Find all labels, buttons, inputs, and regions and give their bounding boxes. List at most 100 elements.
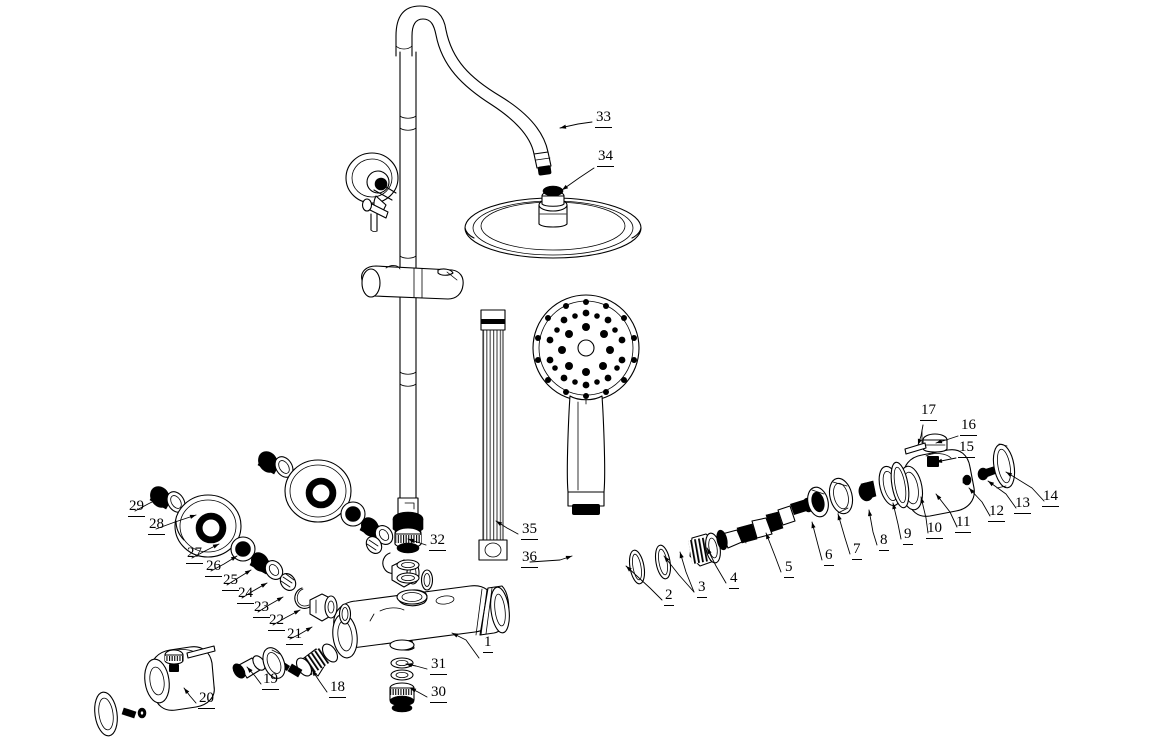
part-24-filter bbox=[279, 573, 297, 591]
leader-arrow-4 bbox=[707, 548, 712, 555]
leader-arrow-24 bbox=[260, 583, 267, 588]
leader-line-3b bbox=[679, 551, 695, 593]
callout-label-15: 15 bbox=[958, 439, 975, 458]
leader-arrow-10 bbox=[920, 497, 925, 504]
part-5-thermostatic-cartridge bbox=[716, 497, 814, 551]
part-27-washer bbox=[230, 536, 256, 562]
leader-arrow-20 bbox=[184, 688, 190, 695]
part-23-circlip bbox=[294, 587, 312, 609]
second-escutcheon-stack bbox=[257, 451, 434, 591]
outlet-connector bbox=[392, 511, 424, 554]
leader-line-3 bbox=[663, 555, 695, 593]
part-4-retaining-nut bbox=[688, 532, 721, 567]
leader-arrow-7 bbox=[837, 514, 842, 521]
leader-arrow-29 bbox=[153, 498, 160, 503]
callout-label-26: 26 bbox=[205, 558, 222, 577]
leader-arrow-1 bbox=[452, 633, 459, 638]
leader-arrow-8 bbox=[868, 510, 873, 517]
riser-assembly bbox=[345, 5, 552, 549]
shower-hose bbox=[478, 309, 508, 561]
callout-label-23: 23 bbox=[253, 599, 270, 618]
callout-label-27: 27 bbox=[186, 545, 203, 564]
callout-label-35: 35 bbox=[521, 521, 538, 540]
leader-line-33 bbox=[559, 121, 593, 129]
leader-arrow-12 bbox=[969, 488, 975, 494]
callout-label-21: 21 bbox=[286, 626, 303, 645]
leader-line-12 bbox=[968, 487, 991, 517]
leader-arrow-11 bbox=[936, 494, 942, 501]
callout-label-9: 9 bbox=[903, 526, 913, 545]
leader-arrow-14 bbox=[1006, 472, 1013, 477]
leader-arrow-22 bbox=[293, 610, 300, 615]
leader-line-2 bbox=[625, 565, 663, 601]
leader-arrow-28 bbox=[189, 514, 196, 519]
part-18-flow-cartridge bbox=[273, 643, 339, 678]
leader-line-9 bbox=[892, 502, 902, 540]
leader-arrow-18 bbox=[312, 670, 318, 677]
part-6-lock-ring bbox=[807, 486, 829, 518]
callout-label-16: 16 bbox=[960, 417, 977, 436]
part-22-hex-nut bbox=[309, 593, 338, 622]
leader-arrow-2 bbox=[626, 566, 632, 572]
leader-line-8 bbox=[868, 509, 878, 546]
callout-label-3: 3 bbox=[697, 579, 707, 598]
leader-arrow-15 bbox=[936, 458, 943, 463]
callout-label-29: 29 bbox=[128, 498, 145, 517]
callout-label-31: 31 bbox=[430, 656, 447, 675]
inlet-filter-and-washers bbox=[389, 657, 415, 713]
part-28-escutcheon bbox=[174, 494, 242, 558]
hand-shower bbox=[532, 294, 640, 515]
callout-label-33: 33 bbox=[595, 109, 612, 128]
callout-label-6: 6 bbox=[824, 547, 834, 566]
callout-label-4: 4 bbox=[729, 570, 739, 589]
leader-arrow-27 bbox=[212, 544, 219, 549]
part-7-shroud-ring bbox=[828, 477, 854, 515]
part-26-25-bushings bbox=[249, 552, 284, 580]
leader-arrow-32 bbox=[408, 538, 415, 543]
part-8-spacer bbox=[858, 480, 877, 502]
callout-label-18: 18 bbox=[329, 679, 346, 698]
part-21-washer bbox=[338, 603, 352, 625]
leader-arrow-6 bbox=[811, 522, 816, 529]
callout-label-7: 7 bbox=[852, 541, 862, 560]
leader-arrow-3 bbox=[664, 556, 670, 563]
callout-label-20: 20 bbox=[198, 690, 215, 709]
leader-line-7 bbox=[837, 513, 851, 555]
callout-label-36: 36 bbox=[521, 549, 538, 568]
leader-arrow-16 bbox=[936, 439, 943, 444]
leader-line-4 bbox=[706, 547, 727, 584]
callout-label-32: 32 bbox=[429, 532, 446, 551]
leader-line-14 bbox=[1005, 471, 1045, 502]
callout-label-14: 14 bbox=[1042, 488, 1059, 507]
leader-arrow-31 bbox=[406, 663, 413, 668]
leader-arrow-17 bbox=[917, 438, 922, 445]
callout-label-13: 13 bbox=[1014, 495, 1031, 514]
part-20-handle-body bbox=[94, 645, 216, 737]
leader-line-6 bbox=[811, 521, 823, 561]
valve-body bbox=[332, 585, 510, 659]
leader-arrow-36 bbox=[565, 555, 572, 560]
callout-label-11: 11 bbox=[955, 514, 972, 533]
leader-line-13 bbox=[987, 480, 1017, 509]
callout-label-12: 12 bbox=[988, 503, 1005, 522]
part-29-connector bbox=[149, 486, 186, 513]
leader-arrow-30 bbox=[410, 688, 417, 693]
part-14-end-cap bbox=[992, 443, 1016, 489]
leader-arrow-19 bbox=[247, 667, 253, 673]
leader-arrow-23 bbox=[276, 597, 283, 602]
callout-label-34: 34 bbox=[597, 148, 614, 167]
callout-label-28: 28 bbox=[148, 516, 165, 535]
leader-arrow-9 bbox=[892, 503, 897, 510]
leader-arrow-21 bbox=[305, 627, 312, 632]
leader-line-11 bbox=[935, 493, 958, 528]
leader-line-28 bbox=[155, 514, 197, 530]
callout-label-17: 17 bbox=[920, 402, 937, 421]
part-3-orings bbox=[628, 544, 672, 585]
leader-arrow-35 bbox=[496, 521, 503, 526]
leader-lines bbox=[134, 121, 1045, 704]
leader-arrow-13 bbox=[988, 481, 995, 487]
leader-line-5 bbox=[765, 532, 782, 573]
leader-line-34 bbox=[561, 167, 595, 191]
